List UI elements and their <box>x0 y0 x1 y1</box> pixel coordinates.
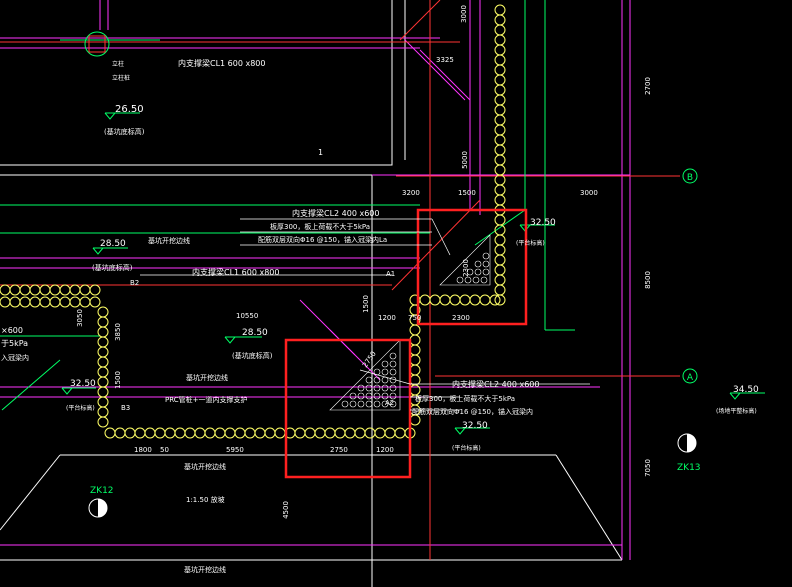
pile-row-bottom <box>104 427 416 439</box>
dim-50: 50 <box>160 446 169 454</box>
dim-3000-top: 3000 <box>460 5 468 23</box>
dim-8500: 8500 <box>644 271 652 289</box>
pile-row-left <box>97 306 109 428</box>
dim-2750: 2750 <box>330 446 348 454</box>
label-rebar-top: 配筋双层双向Φ16 @150，锚入冠梁内La <box>258 235 387 244</box>
label-one: 1 <box>318 148 323 157</box>
label-col-pile: 立柱桩 <box>112 74 130 82</box>
left-frag-2: 于5kPa <box>1 339 28 348</box>
label-beam-cl2-top: 内支撑梁CL2 400 x600 <box>292 208 380 218</box>
label-beam-cl2-bot: 内支撑梁CL2 400 x600 <box>452 379 540 389</box>
pile-row-middle-horizontal <box>419 294 501 306</box>
grid-lines <box>0 0 575 411</box>
label-b3: B3 <box>121 404 130 412</box>
dim-750: 750 <box>408 314 421 322</box>
dim-1200-a: 1200 <box>378 314 396 322</box>
elev-e3-note: (基坑底标高) <box>232 351 273 360</box>
zk13-label: ZK13 <box>677 463 701 473</box>
dim-3325: 3325 <box>436 56 454 64</box>
elev-e4-note: (平台标高) <box>66 404 95 412</box>
elev-e5: 32.50 <box>462 421 488 431</box>
label-prc: PRC管桩+一道内支撑支护 <box>165 395 248 404</box>
borehole-zk13: ZK13 <box>677 433 701 473</box>
label-pit-line: 基坑开挖边线 <box>148 236 190 245</box>
axis-lines <box>0 0 680 560</box>
elev-e5-note: (平台标高) <box>452 444 481 452</box>
corner-slab-bottom <box>329 339 401 411</box>
dim-2300-h: 2300 <box>452 314 470 322</box>
dim-2700: 2700 <box>644 77 652 95</box>
left-frag-3: 入冠梁内 <box>1 353 29 362</box>
elev-e4: 32.50 <box>70 379 96 389</box>
elev-e6: 32.50 <box>530 218 556 228</box>
axis-label-a: A <box>687 373 694 383</box>
highlight-box-top-right <box>416 208 528 326</box>
dim-10550: 10550 <box>236 312 258 320</box>
dim-1500: 1500 <box>458 189 476 197</box>
dim-1800: 1800 <box>134 446 152 454</box>
elev-e6-note: (平台标高) <box>516 239 545 247</box>
dim-5000: 5000 <box>461 151 469 169</box>
label-slab-top: 板厚300，板上荷载不大于5kPa <box>270 222 370 231</box>
label-slab-bot: 板厚300，板上荷载不大于5kPa <box>415 394 515 403</box>
dim-7050: 7050 <box>644 459 652 477</box>
dim-2750-diag: 2750 <box>361 350 378 369</box>
dim-5950: 5950 <box>226 446 244 454</box>
zk12-label: ZK12 <box>90 486 114 496</box>
corner-slab-top <box>439 234 491 286</box>
label-b2: B2 <box>130 279 139 287</box>
dim-1200-b: 1200 <box>376 446 394 454</box>
axis-bubble-a: A <box>682 368 698 384</box>
elev-e2-note: (基坑底标高) <box>92 263 133 272</box>
dim-2300-v: 2300 <box>462 259 470 277</box>
dim-1500-left: 1500 <box>114 371 122 389</box>
label-pit-line-3: 基坑开挖边线 <box>184 462 226 471</box>
left-frag-1: ×600 <box>1 326 23 335</box>
label-slope: 1:1.50 放坡 <box>186 495 225 504</box>
label-a2: A2 <box>385 399 394 407</box>
dim-3050: 3050 <box>76 309 84 327</box>
pile-rows <box>0 4 506 439</box>
axis-label-b: B <box>687 173 693 183</box>
label-pit-line-4: 基坑开挖边线 <box>184 565 226 574</box>
highlight-boxes <box>284 208 528 479</box>
axis-bubble-b: B <box>682 168 698 184</box>
building-outline <box>0 0 623 587</box>
dim-3850: 3850 <box>114 323 122 341</box>
structure-lines <box>0 0 631 560</box>
dim-3200: 3200 <box>402 189 420 197</box>
elev-e7-note: (场地平整标高) <box>716 407 757 415</box>
elev-e1: 26.50 <box>115 104 144 115</box>
elev-e1-note: (基坑底标高) <box>104 127 145 136</box>
label-col: 立柱 <box>112 60 124 68</box>
leader-lines <box>140 218 590 411</box>
borehole-zk12: ZK12 <box>88 486 114 518</box>
elev-e3: 28.50 <box>242 328 268 338</box>
label-rebar-bot: 配筋双层双向Φ16 @150，锚入冠梁内 <box>412 407 533 416</box>
label-beam-cl1-top: 内支撑梁CL1 600 x800 <box>178 58 266 68</box>
elev-e7: 34.50 <box>733 385 759 395</box>
label-a1: A1 <box>386 270 395 278</box>
label-pit-line-2: 基坑开挖边线 <box>186 373 228 382</box>
dim-3000-right: 3000 <box>580 189 598 197</box>
label-beam-cl1-mid: 内支撑梁CL1 600 x800 <box>192 267 280 277</box>
dim-1500-v: 1500 <box>362 295 370 313</box>
elev-e2: 28.50 <box>100 239 126 249</box>
elevation-markers <box>61 112 765 435</box>
pile-row-top <box>0 284 101 308</box>
pile-row-right-top <box>494 4 506 306</box>
dim-4500: 4500 <box>282 501 290 519</box>
column-marker <box>84 31 110 57</box>
highlight-box-bottom <box>284 338 412 479</box>
